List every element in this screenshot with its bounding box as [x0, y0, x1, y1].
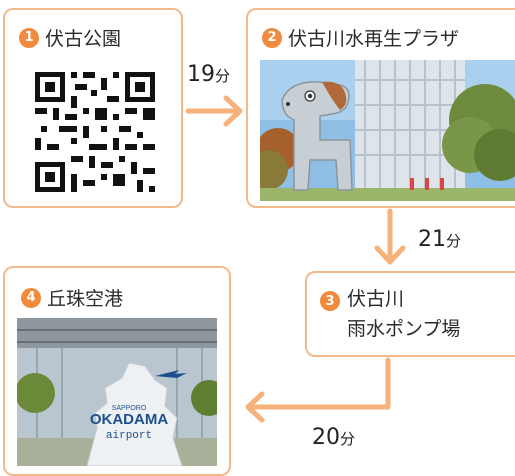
- time-2-unit: 分: [446, 232, 462, 250]
- step-1-title: 1 伏古公園: [19, 24, 121, 51]
- photo-okadama-airport: SAPPORO OKADAMA airport: [17, 318, 217, 466]
- step-4-card: 4 丘珠空港 SAPPORO OKADAMA airport: [3, 266, 231, 476]
- qr-code[interactable]: [35, 72, 155, 192]
- route-arrows: [185, 95, 406, 423]
- time-2-to-3: 21分: [418, 227, 461, 252]
- sign-okadama: OKADAMA: [90, 411, 168, 428]
- step-2-name: 伏古川水再生プラザ: [288, 28, 460, 50]
- step-3-number: 3: [320, 291, 340, 311]
- step-2-title: 2 伏古川水再生プラザ: [262, 24, 459, 51]
- step-4-number: 4: [21, 287, 41, 308]
- step-1-number: 1: [19, 27, 39, 48]
- time-2-value: 21: [418, 227, 446, 252]
- step-2-number: 2: [262, 27, 282, 48]
- time-1-unit: 分: [215, 67, 231, 85]
- time-3-to-4: 20分: [312, 425, 355, 450]
- time-3-unit: 分: [340, 430, 356, 448]
- step-3-card: 3 伏古川 雨水ポンプ場: [305, 271, 515, 357]
- step-1-card: 1 伏古公園: [3, 8, 183, 208]
- step-1-name: 伏古公園: [45, 28, 122, 50]
- time-1-to-2: 19分: [187, 62, 230, 87]
- sign-airport: airport: [106, 430, 152, 442]
- step-3-name-line2: 雨水ポンプ場: [347, 318, 461, 340]
- arrow-3-to-4: [247, 357, 391, 410]
- step-4-name: 丘珠空港: [47, 288, 124, 310]
- step-3-name-line1: 伏古川: [347, 288, 405, 310]
- time-3-value: 20: [312, 425, 340, 450]
- time-1-value: 19: [187, 62, 215, 87]
- sign-sapporo: SAPPORO: [112, 405, 147, 412]
- step-2-card: 2 伏古川水再生プラザ: [246, 8, 515, 208]
- photo-water-plaza: [260, 60, 515, 201]
- step-4-title: 4 丘珠空港: [21, 284, 123, 311]
